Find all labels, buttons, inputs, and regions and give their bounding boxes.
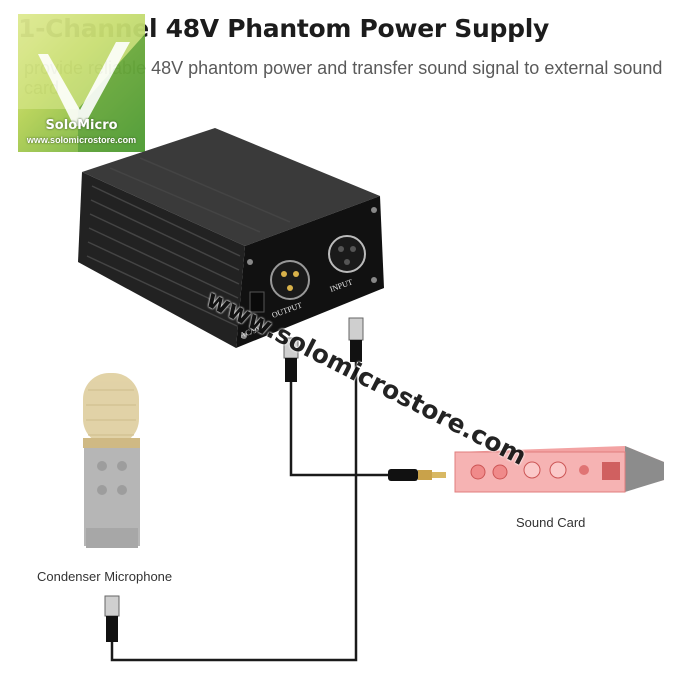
audio-jack-plug-icon (388, 469, 446, 481)
brand-name: SoloMicro (45, 118, 118, 133)
xlr-output-connector-icon (270, 260, 310, 300)
xlr-plug-output-icon (283, 337, 299, 382)
brand-logo-graphic (18, 14, 145, 152)
sound-card-device (454, 446, 664, 493)
brand-url: www.solomicrostore.com (26, 135, 137, 145)
brand-logo: SoloMicro www.solomicrostore.com (18, 14, 145, 152)
microphone-label: Condenser Microphone (37, 569, 173, 584)
cable-paths (110, 360, 390, 662)
sound-card-label: Sound Card (516, 515, 586, 530)
phantom-power-device: OUTPUT INPUT AC/9V (78, 128, 384, 348)
xlr-plug-microphone-icon (104, 595, 120, 642)
condenser-microphone (83, 373, 140, 548)
xlr-plug-input-icon (348, 317, 364, 362)
power-jack-icon (249, 291, 265, 313)
xlr-input-connector-icon (328, 235, 366, 273)
